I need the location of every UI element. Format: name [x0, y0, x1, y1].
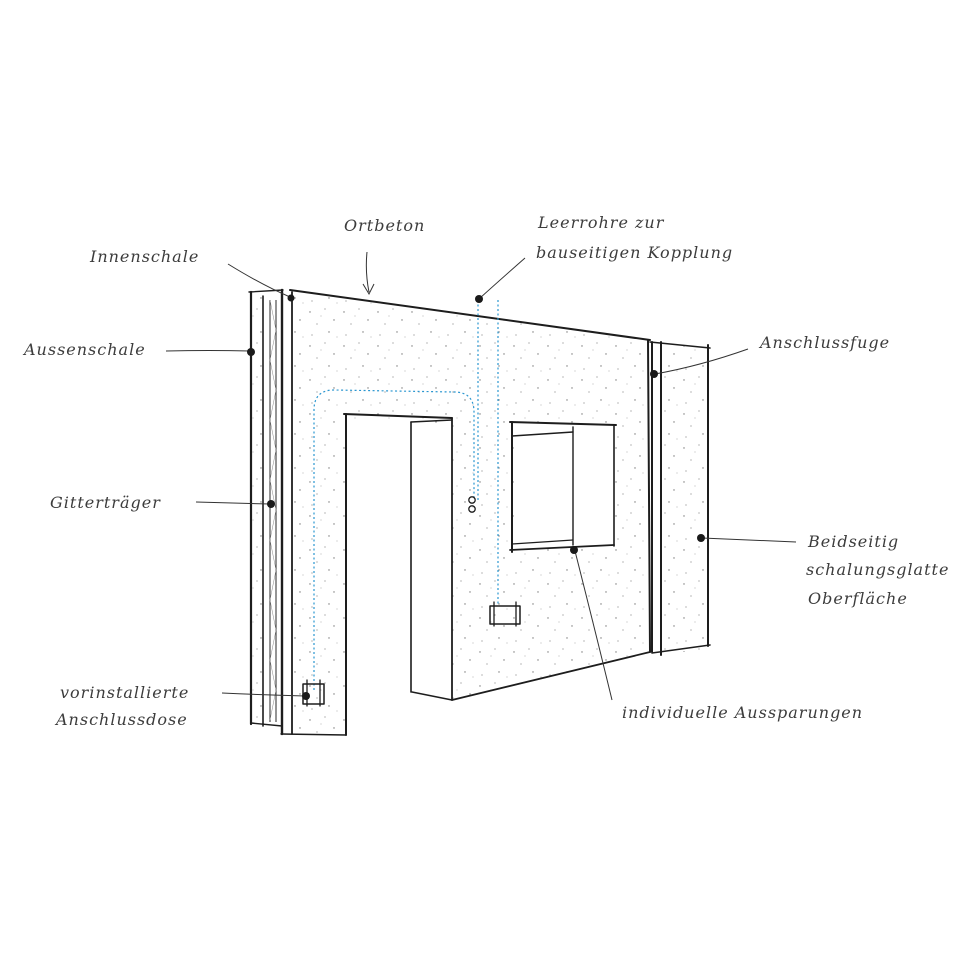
label-leerrohre-line1: Leerrohre zur	[537, 213, 665, 232]
label-innenschale: Innenschale	[89, 247, 199, 266]
adjacent-panel	[649, 341, 711, 656]
leader-leerrohre	[475, 257, 526, 303]
leader-innenschale	[227, 263, 295, 302]
label-oberflaeche-line1: Beidseitig	[807, 532, 899, 551]
leader-aussenschale	[165, 348, 255, 356]
label-oberflaeche-line2: schalungsglatte	[806, 560, 949, 579]
label-aussenschale: Aussenschale	[22, 340, 146, 359]
socket-box-upper	[489, 601, 521, 627]
label-leerrohre-line2: bauseitigen Kopplung	[536, 243, 733, 262]
label-gittertraeger: Gitterträger	[50, 493, 161, 512]
leader-ortbeton	[362, 251, 375, 296]
leader-anschlussdose	[221, 692, 310, 700]
label-anschlussdose-line2: Anschlussdose	[54, 710, 188, 729]
label-anschlussfuge: Anschlussfuge	[758, 333, 890, 352]
leader-anschlussfuge	[650, 348, 749, 378]
leader-gittertraeger	[195, 500, 275, 508]
label-anschlussdose-line1: vorinstallierte	[60, 683, 189, 702]
window-opening	[509, 421, 617, 553]
lattice-girder	[269, 299, 277, 722]
conduits	[313, 300, 499, 690]
door-opening	[343, 413, 453, 736]
label-oberflaeche-line3: Oberfläche	[808, 589, 908, 608]
leader-oberflaeche	[697, 534, 797, 543]
label-ortbeton: Ortbeton	[344, 216, 425, 235]
outer-shell	[248, 289, 284, 727]
label-aussparungen: individuelle Aussparungen	[622, 703, 863, 722]
leader-aussparungen	[570, 546, 613, 701]
